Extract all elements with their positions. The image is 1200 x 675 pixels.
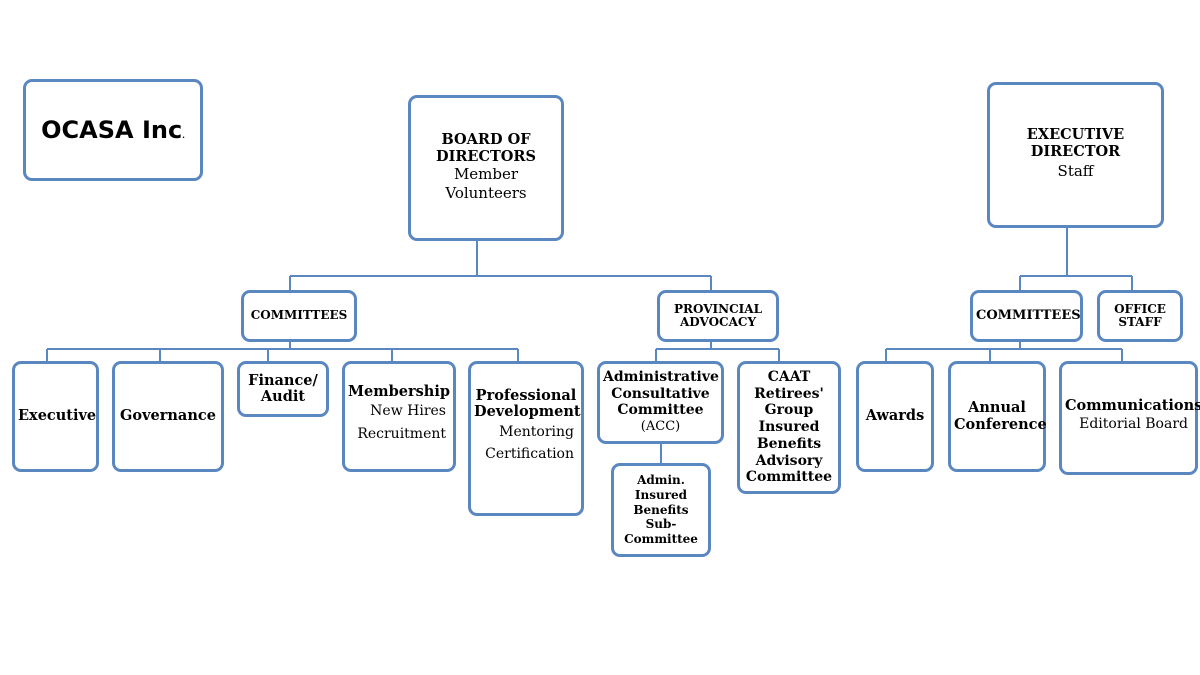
- finance-audit-label: Finance/ Audit: [248, 371, 318, 405]
- executive-director-title: EXECUTIVE DIRECTOR: [1026, 126, 1125, 160]
- board-committees-box: COMMITTEES: [241, 290, 357, 342]
- executive-director-subtitle: Staff: [1057, 162, 1094, 181]
- communications-label: Communications: [1065, 397, 1200, 414]
- membership-label: Membership: [348, 383, 450, 400]
- office-staff-label: OFFICE STAFF: [1114, 301, 1166, 329]
- staff-committees-label: COMMITTEES: [976, 307, 1081, 323]
- logo-name: OCASA Inc: [41, 116, 183, 144]
- acc-box: Administrative Consultative Committee (A…: [597, 361, 724, 444]
- communications-item: Editorial Board: [1079, 416, 1188, 433]
- governance-box: Governance: [112, 361, 224, 472]
- board-of-directors-box: BOARD OF DIRECTORS Member Volunteers: [408, 95, 564, 241]
- office-staff-box: OFFICE STAFF: [1097, 290, 1183, 342]
- ocasa-logo: OCASA Inc.: [29, 116, 197, 144]
- board-title: BOARD OF DIRECTORS: [436, 131, 536, 165]
- membership-item: Recruitment: [357, 426, 446, 443]
- caat-retirees-box: CAAT Retirees' Group Insured Benefits Ad…: [737, 361, 841, 494]
- provincial-advocacy-label: PROVINCIAL ADVOCACY: [673, 301, 763, 329]
- ocasa-logo-box: OCASA Inc.: [23, 79, 203, 181]
- membership-item: New Hires: [370, 403, 446, 420]
- executive-committee-label: Executive: [18, 407, 97, 425]
- provincial-advocacy-box: PROVINCIAL ADVOCACY: [657, 290, 779, 342]
- executive-director-box: EXECUTIVE DIRECTOR Staff: [987, 82, 1164, 228]
- board-committees-label: COMMITTEES: [250, 308, 348, 323]
- board-subtitle: Member Volunteers: [445, 164, 527, 203]
- annual-conference-box: Annual Conference: [948, 361, 1047, 472]
- admin-insured-benefits-label: Admin. Insured Benefits Sub-Committee: [624, 473, 698, 546]
- acc-abbr: (ACC): [640, 418, 681, 434]
- professional-development-item: Mentoring: [499, 423, 574, 440]
- professional-development-item: Certification: [485, 446, 574, 463]
- communications-box: Communications Editorial Board: [1059, 361, 1200, 475]
- awards-label: Awards: [865, 407, 925, 425]
- annual-conference-label: Annual Conference: [954, 399, 1047, 433]
- executive-committee-box: Executive: [12, 361, 99, 472]
- professional-development-box: Professional Development Mentoring Certi…: [468, 361, 584, 516]
- caat-retirees-label: CAAT Retirees' Group Insured Benefits Ad…: [745, 368, 833, 486]
- governance-label: Governance: [120, 407, 216, 425]
- admin-insured-benefits-box: Admin. Insured Benefits Sub-Committee: [611, 463, 711, 557]
- logo-suffix: .: [182, 132, 185, 140]
- finance-audit-box: Finance/ Audit: [237, 361, 329, 417]
- professional-development-label: Professional Development: [474, 387, 581, 421]
- acc-label: Administrative Consultative Committee: [603, 369, 719, 419]
- awards-box: Awards: [856, 361, 934, 472]
- membership-box: Membership New Hires Recruitment: [342, 361, 456, 472]
- staff-committees-box: COMMITTEES: [970, 290, 1083, 342]
